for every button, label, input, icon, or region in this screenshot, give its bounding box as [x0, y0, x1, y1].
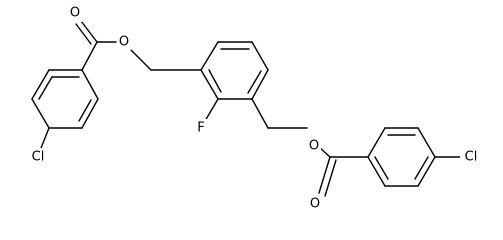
bond [251, 98, 269, 129]
bond [251, 69, 269, 100]
bond [324, 159, 337, 197]
atom-chlorine-left: Cl [27, 148, 49, 165]
atom-o-carbonyl-left: O [68, 5, 82, 22]
atom-symbol: O [119, 35, 129, 50]
bond [374, 156, 389, 180]
atom-chlorine-right: Cl [460, 148, 482, 165]
bond [81, 98, 99, 129]
bond [81, 41, 98, 71]
bond [417, 127, 436, 158]
bond [31, 98, 50, 129]
bond [128, 47, 152, 71]
atom-symbol: O [309, 139, 319, 154]
atom-symbol: O [310, 197, 320, 212]
molecule-drawing: O O F O O Cl C [27, 5, 482, 213]
atom-o-carbonyl-right: O [308, 196, 322, 213]
bonds [31, 20, 461, 197]
atom-symbol: O [70, 6, 80, 21]
atom-fluorine: F [194, 119, 208, 136]
bond [318, 156, 331, 194]
bond [80, 20, 98, 43]
atom-symbol: Cl [465, 150, 478, 165]
bond [200, 69, 219, 100]
bond [31, 69, 50, 100]
atom-o-ester-left: O [117, 33, 131, 50]
atom-symbol: Cl [32, 150, 45, 165]
bond [367, 156, 386, 187]
bond [417, 156, 436, 187]
atom-o-ester-right: O [307, 138, 321, 155]
atom-symbol: F [197, 121, 204, 136]
bond [204, 98, 219, 122]
bond [38, 76, 53, 100]
bond [75, 23, 92, 45]
structure-canvas: O O F O O Cl C [27, 5, 482, 213]
bond [40, 127, 50, 149]
bond [200, 41, 219, 71]
bond [367, 127, 386, 158]
bond [247, 70, 262, 94]
atom-labels: O O F O O Cl C [27, 5, 482, 213]
bond [414, 156, 429, 180]
bond [78, 99, 92, 122]
bond [208, 69, 222, 93]
bond [251, 41, 269, 71]
bond [81, 69, 99, 100]
